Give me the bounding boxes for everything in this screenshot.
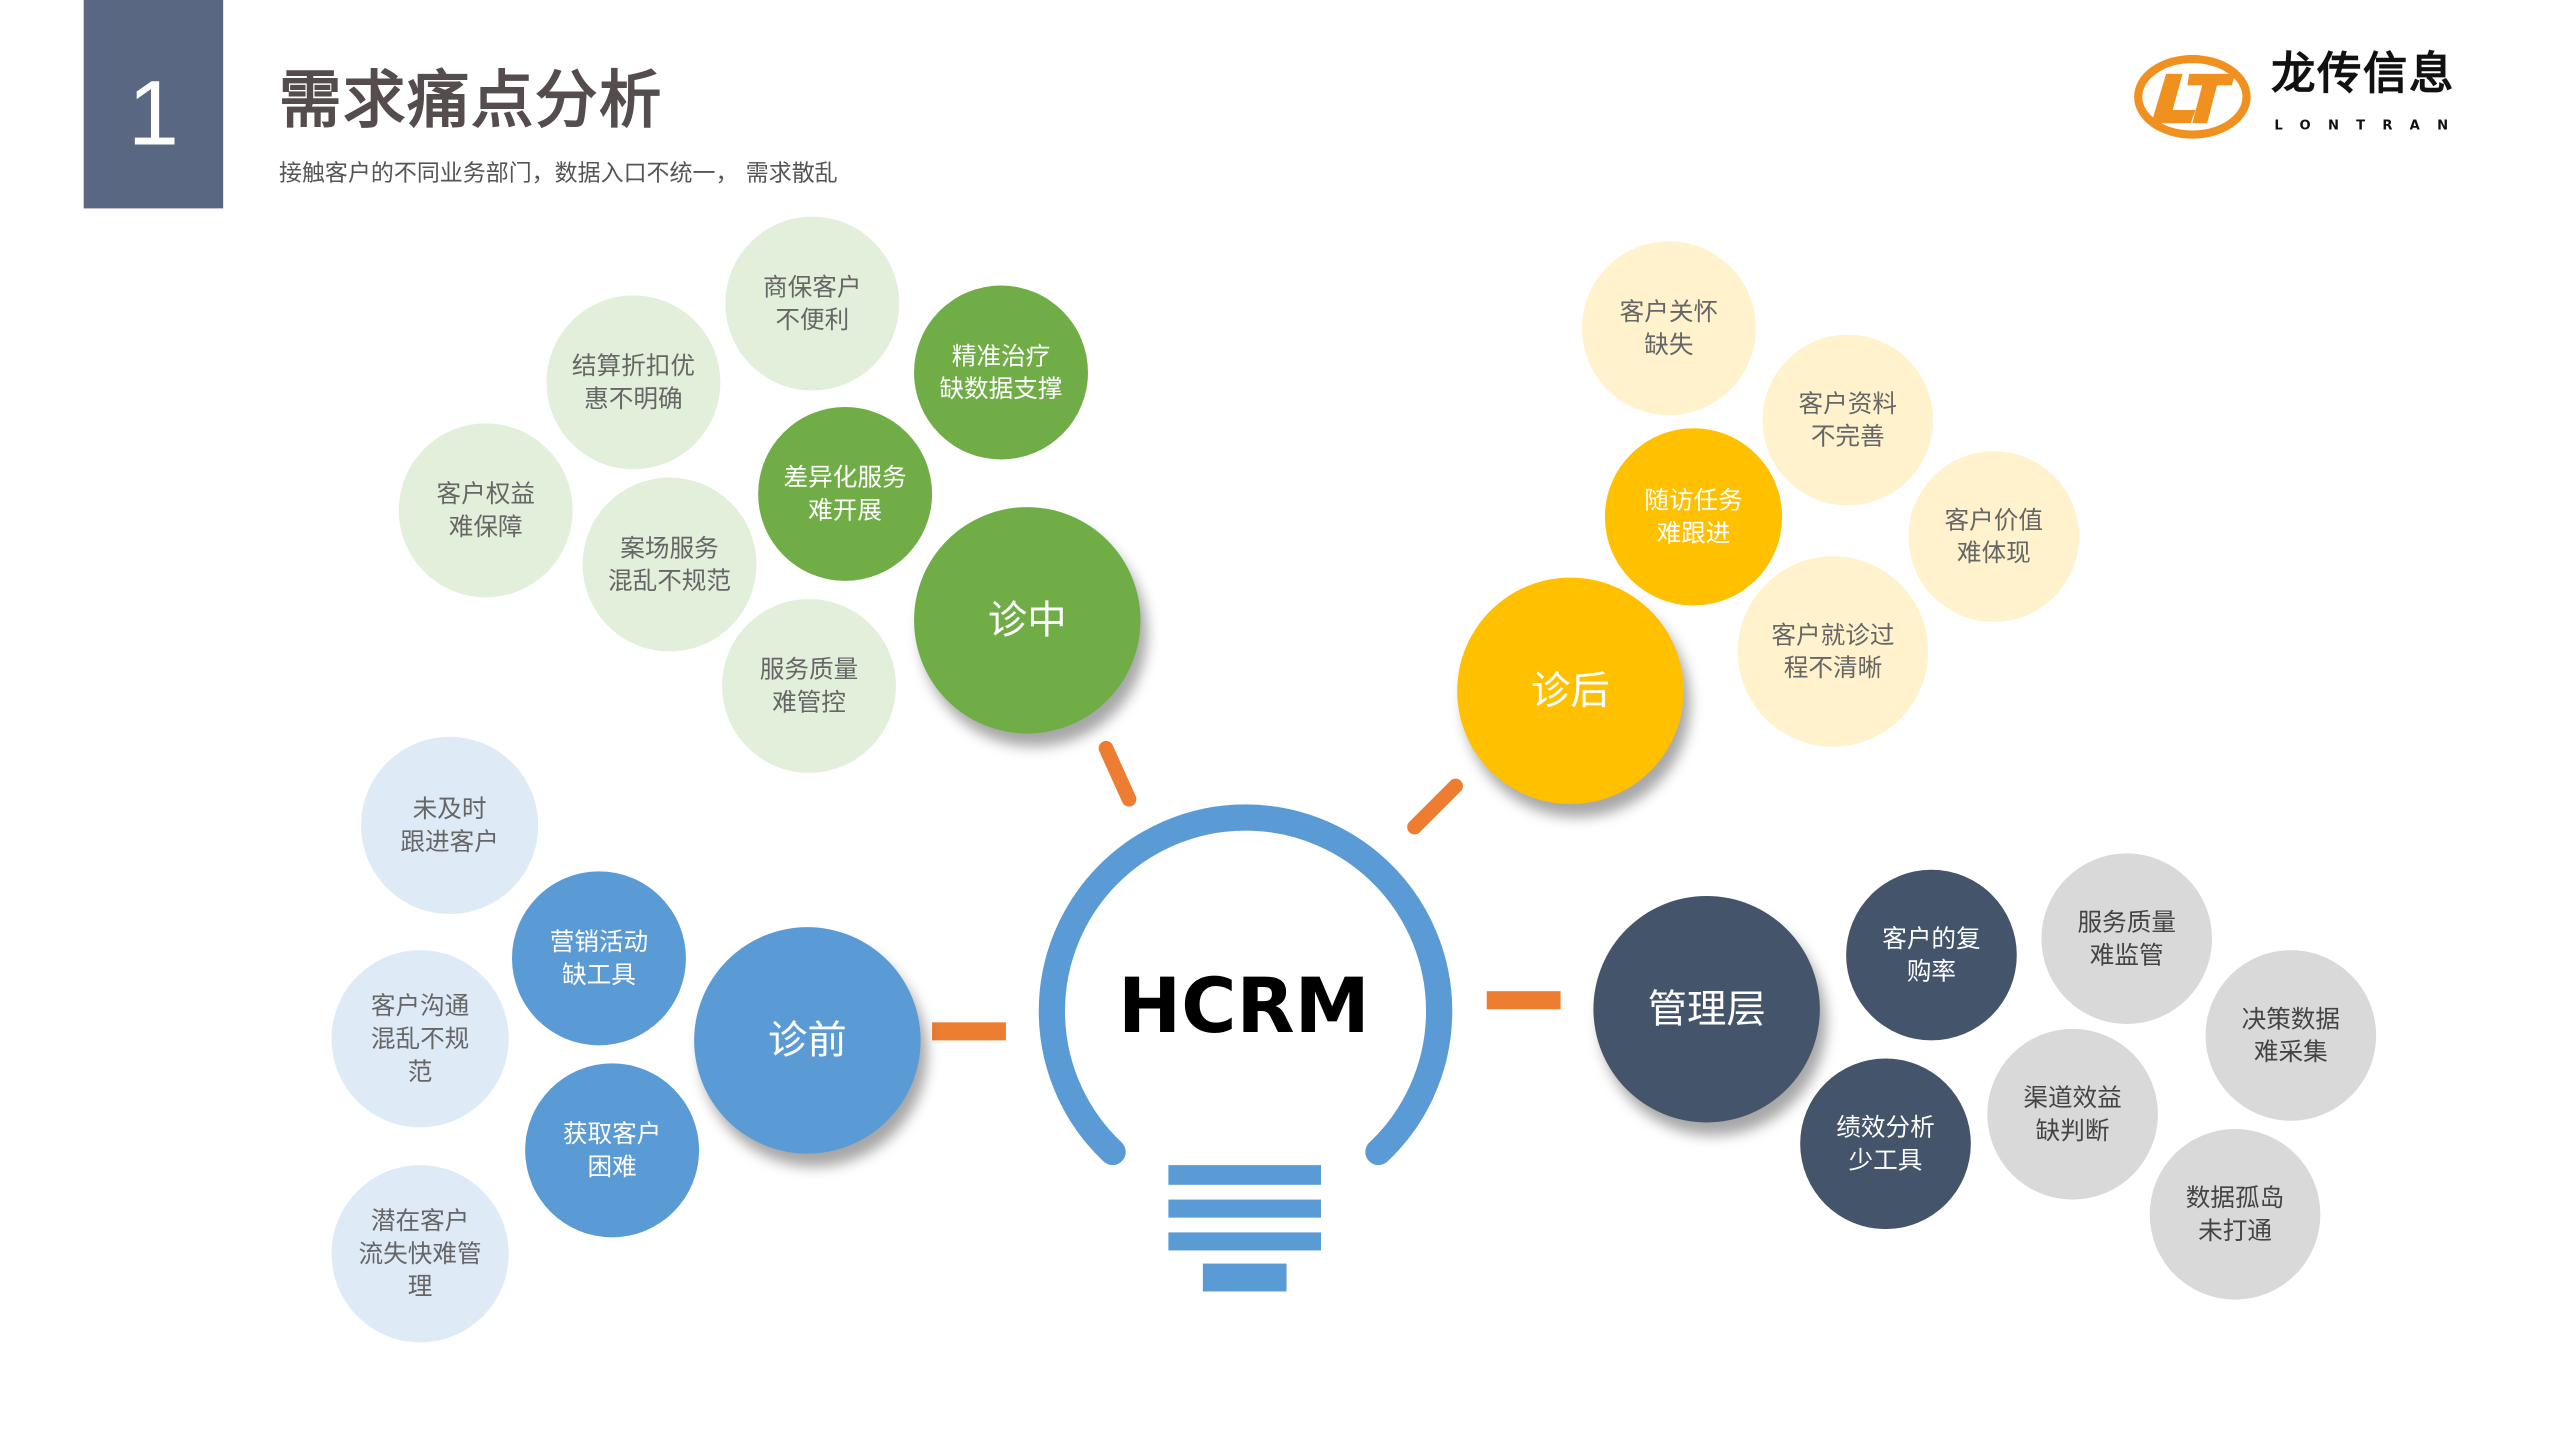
pain-point-bubble-zhenzhong: 案场服务 混乱不规范	[582, 477, 757, 652]
pain-point-bubble-zhenzhong: 客户权益 难保障	[398, 423, 573, 598]
pain-point-bubble-zhenzhong: 服务质量 难管控	[722, 598, 896, 773]
pain-point-bubble-zhenqian: 客户沟通 混乱不规 范	[331, 950, 509, 1128]
pain-point-bubble-zhenhou: 客户关怀 缺失	[1581, 241, 1756, 416]
pain-point-bubble-zhenqian: 未及时 跟进客户	[361, 736, 539, 915]
bulb-base-cap	[1202, 1263, 1287, 1292]
hub-bubble-zhenhou: 诊后	[1457, 577, 1684, 805]
pain-point-bubble-guanli: 渠道效益 缺判断	[1987, 1028, 2158, 1200]
pain-point-bubble-zhenhou: 客户就诊过 程不清晰	[1737, 556, 1929, 747]
bulb-arc	[1038, 804, 1453, 1166]
pain-point-bubble-guanli: 决策数据 难采集	[2205, 950, 2377, 1121]
key-pain-point-bubble-zhenhou: 随访任务 难跟进	[1604, 428, 1783, 606]
bulb-base-bar	[1168, 1165, 1322, 1185]
connector-zhenzhong	[1098, 740, 1137, 807]
key-pain-point-bubble-zhenzhong: 差异化服务 难开展	[758, 406, 933, 581]
key-pain-point-bubble-zhenzhong: 精准治疗 缺数据支撑	[914, 285, 1088, 460]
hub-bubble-zhenqian: 诊前	[694, 927, 921, 1154]
bulb-base-bar	[1168, 1199, 1322, 1218]
logo-name-en: LONTRAN	[2274, 118, 2466, 133]
pain-point-bubble-zhenzhong: 结算折扣优 惠不明确	[546, 295, 721, 470]
center-label: HCRM	[1117, 961, 1370, 1051]
key-pain-point-bubble-guanli: 绩效分析 少工具	[1800, 1058, 1971, 1230]
logo-name-cn: 龙传信息	[2271, 49, 2455, 101]
connector-guanli	[1486, 991, 1561, 1010]
bulb-base-bar	[1168, 1232, 1322, 1251]
key-pain-point-bubble-zhenqian: 营销活动 缺工具	[511, 871, 686, 1046]
pain-point-bubble-zhenzhong: 商保客户 不便利	[725, 216, 900, 391]
company-logo: 龙传信息 LONTRAN	[2133, 43, 2486, 151]
connector-zhenhou	[1407, 778, 1463, 835]
lontran-logo-mark-icon	[2134, 54, 2251, 139]
hub-bubble-guanli: 管理层	[1593, 895, 1820, 1123]
page-title: 需求痛点分析	[278, 63, 663, 137]
page-subtitle: 接触客户的不同业务部门，数据入口不统一， 需求散乱	[278, 160, 838, 188]
pain-point-bubble-zhenhou: 客户价值 难体现	[1908, 451, 2080, 622]
connector-zhenqian	[932, 1022, 1006, 1041]
pain-point-bubble-guanli: 服务质量 难监管	[2041, 853, 2213, 1024]
section-number: 1	[83, 0, 224, 209]
key-pain-point-bubble-zhenqian: 获取客户 困难	[525, 1063, 700, 1238]
pain-point-bubble-zhenhou: 客户资料 不完善	[1762, 334, 1934, 506]
pain-point-bubble-guanli: 数据孤岛 未打通	[2149, 1129, 2321, 1300]
key-pain-point-bubble-guanli: 客户的复 购率	[1846, 869, 2017, 1041]
hub-bubble-zhenzhong: 诊中	[914, 507, 1141, 734]
pain-point-bubble-zhenqian: 潜在客户 流失快难管 理	[331, 1165, 509, 1343]
